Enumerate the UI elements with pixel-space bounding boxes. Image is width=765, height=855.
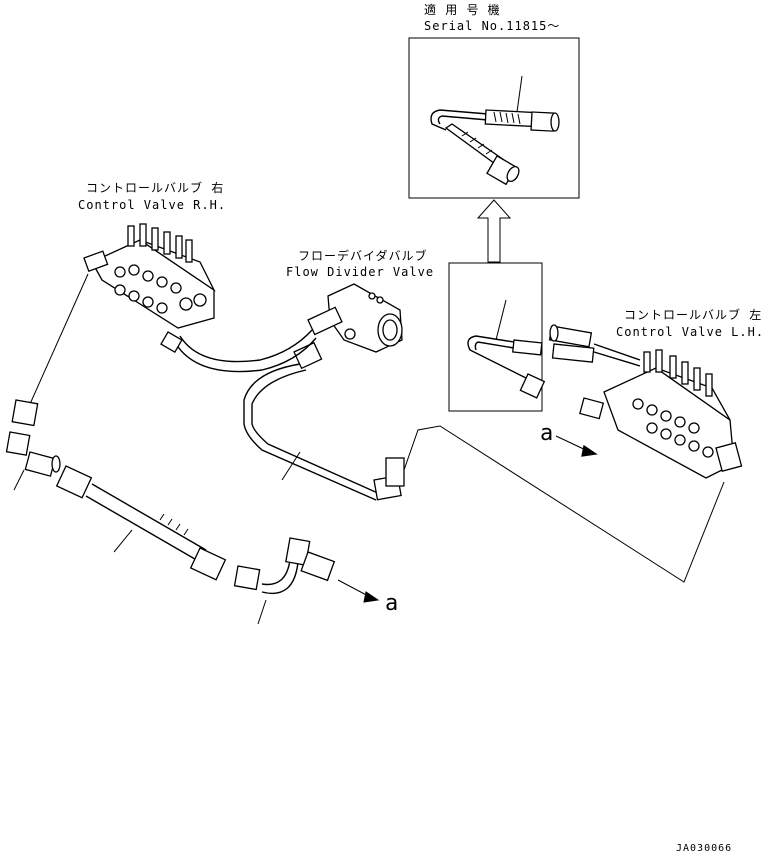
serial-inset-box [408,37,580,199]
reference-arrow-a-lower [337,579,380,603]
lh-fittings [548,324,641,367]
serial-label-jp: 適 用 号 機 [424,2,501,17]
serial-label-en: Serial No.11815～ [424,19,560,33]
current-inset-box [448,262,546,412]
reference-a-lower: a [385,591,399,616]
flow-divider-valve [293,283,403,370]
bent-tube [233,537,336,625]
control-valve-lh-label-en: Control Valve L.H. [616,325,764,339]
control-valve-rh-label-en: Control Valve R.H. [78,198,226,212]
control-valve-lh-label-jp: コントロールバルブ 左 [624,307,762,322]
control-valve-rh [83,223,216,329]
hose-assembly [55,465,227,581]
drawing-number: JA030066 [676,843,732,854]
flow-divider-valve-label-jp: フローデバイダバルブ [298,248,428,263]
control-valve-lh [579,349,743,479]
control-valve-rh-label-jp: コントロールバルブ 右 [86,180,224,195]
reference-arrow-a-upper [555,435,598,457]
reference-a-upper: a [540,421,554,446]
flow-divider-valve-label-en: Flow Divider Valve [286,265,434,279]
reference-arrow-up [476,199,512,263]
